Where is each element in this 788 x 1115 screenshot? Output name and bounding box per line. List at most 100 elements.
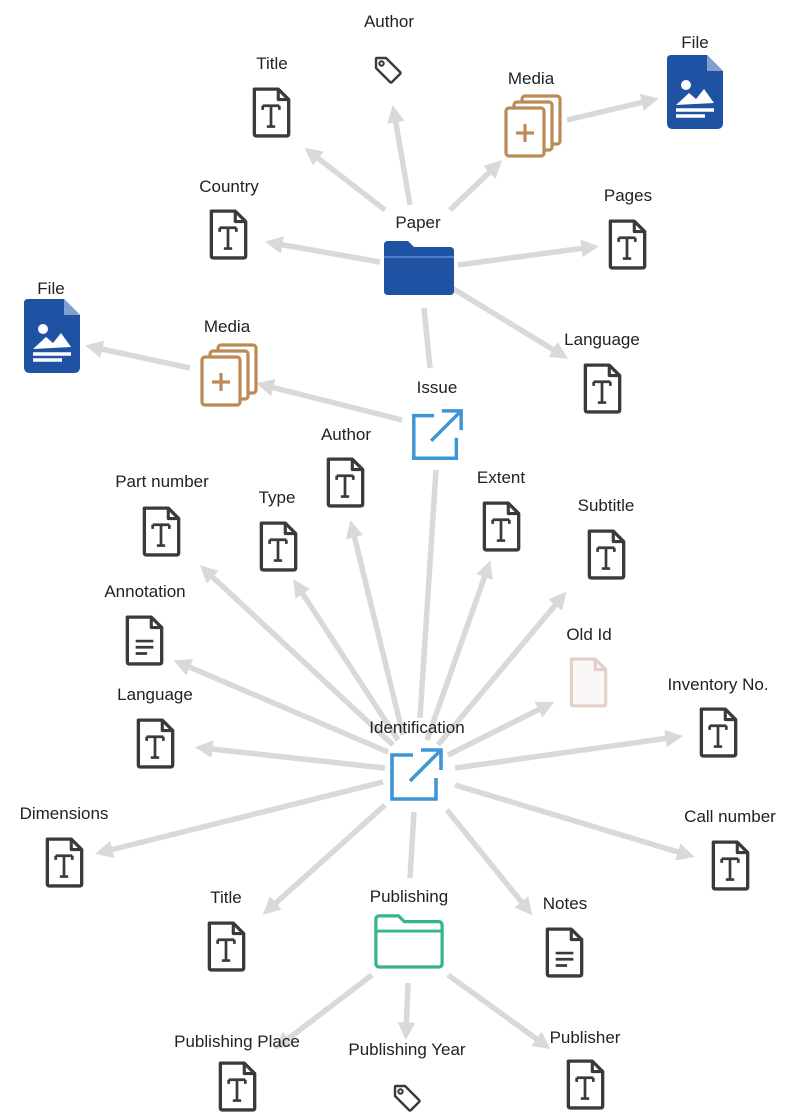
node-dimensions[interactable]: Dimensions bbox=[20, 804, 109, 888]
node-annotation[interactable]: Annotation bbox=[104, 582, 186, 666]
tag-icon bbox=[374, 56, 402, 84]
node-language-top[interactable]: Language bbox=[564, 330, 640, 414]
node-label: Notes bbox=[543, 894, 587, 913]
node-paper[interactable]: Paper bbox=[382, 213, 456, 297]
node-label: Author bbox=[364, 12, 414, 31]
text-file-icon bbox=[207, 921, 246, 972]
text-file-icon bbox=[326, 457, 365, 508]
edge-paper-issue bbox=[421, 307, 433, 369]
text-file-icon bbox=[587, 529, 626, 580]
node-label: Inventory No. bbox=[667, 675, 768, 694]
node-identification[interactable]: Identification bbox=[369, 718, 465, 801]
node-pages[interactable]: Pages bbox=[604, 186, 652, 270]
node-label: Paper bbox=[395, 213, 441, 232]
media-add-icon bbox=[504, 94, 562, 158]
node-label: File bbox=[681, 33, 708, 52]
text-file-icon bbox=[136, 718, 175, 769]
node-publishing-place[interactable]: Publishing Place bbox=[174, 1032, 300, 1112]
text-file-icon bbox=[608, 219, 647, 270]
node-label: Language bbox=[564, 330, 640, 349]
document-lines-icon bbox=[125, 615, 164, 666]
node-label: Type bbox=[259, 488, 296, 507]
edge-issue-media bbox=[256, 379, 403, 423]
node-label: Identification bbox=[369, 718, 464, 737]
node-label: Publishing Place bbox=[174, 1032, 300, 1051]
text-file-icon bbox=[566, 1059, 605, 1110]
edge-id-language bbox=[195, 740, 386, 771]
node-file-top[interactable]: File bbox=[667, 33, 723, 129]
node-label: Subtitle bbox=[578, 496, 635, 515]
image-file-icon bbox=[667, 55, 723, 129]
edge-id-part-number bbox=[199, 565, 395, 748]
node-language-mid[interactable]: Language bbox=[117, 685, 193, 769]
edge-paper-title bbox=[304, 147, 387, 213]
node-extent[interactable]: Extent bbox=[477, 468, 525, 552]
text-file-icon bbox=[218, 1061, 257, 1112]
node-media-left[interactable]: Media bbox=[200, 317, 258, 407]
node-label: Old Id bbox=[566, 625, 611, 644]
text-file-icon bbox=[259, 521, 298, 572]
text-file-icon bbox=[583, 363, 622, 414]
media-add-icon bbox=[200, 343, 258, 407]
node-title-top[interactable]: Title bbox=[252, 54, 291, 138]
text-file-icon bbox=[252, 87, 291, 138]
node-label: Media bbox=[204, 317, 251, 336]
text-file-icon bbox=[45, 837, 84, 888]
edge-id-annotation bbox=[173, 659, 390, 755]
node-author-top[interactable]: Author bbox=[364, 12, 414, 84]
node-call-number[interactable]: Call number bbox=[684, 807, 776, 891]
edge-id-subtitle bbox=[435, 591, 567, 747]
node-title-bottom[interactable]: Title bbox=[207, 888, 246, 972]
node-label: Title bbox=[210, 888, 242, 907]
edge-id-extent bbox=[424, 560, 493, 741]
image-file-icon bbox=[24, 299, 80, 373]
edge-pub-year bbox=[397, 982, 416, 1041]
node-publisher[interactable]: Publisher bbox=[550, 1028, 621, 1110]
edge-paper-country bbox=[265, 236, 381, 265]
node-label: Title bbox=[256, 54, 288, 73]
node-publishing[interactable]: Publishing bbox=[370, 887, 448, 969]
node-file-left[interactable]: File bbox=[24, 279, 80, 373]
node-author-mid[interactable]: Author bbox=[321, 425, 371, 508]
edge-id-inventory bbox=[454, 729, 683, 771]
node-inventory-no[interactable]: Inventory No. bbox=[667, 675, 769, 758]
node-label: Media bbox=[508, 69, 555, 88]
node-part-number[interactable]: Part number bbox=[115, 472, 209, 557]
edge-id-author bbox=[345, 520, 406, 736]
node-subtitle[interactable]: Subtitle bbox=[578, 496, 635, 580]
node-label: Part number bbox=[115, 472, 209, 491]
edges bbox=[85, 93, 695, 1050]
node-label: File bbox=[37, 279, 64, 298]
node-label: Pages bbox=[604, 186, 652, 205]
edge-issue-identification bbox=[417, 469, 439, 719]
node-type[interactable]: Type bbox=[259, 488, 298, 572]
edge-paper-author bbox=[387, 105, 413, 206]
node-label: Extent bbox=[477, 468, 525, 487]
node-label: Issue bbox=[417, 378, 458, 397]
node-label: Call number bbox=[684, 807, 776, 826]
node-notes[interactable]: Notes bbox=[543, 894, 587, 978]
node-label: Dimensions bbox=[20, 804, 109, 823]
text-file-icon bbox=[699, 707, 738, 758]
node-issue[interactable]: Issue bbox=[412, 378, 463, 460]
blank-file-icon bbox=[569, 657, 608, 708]
edge-id-publishing bbox=[407, 811, 417, 879]
text-file-icon bbox=[209, 209, 248, 260]
node-publishing-year[interactable]: Publishing Year bbox=[348, 1040, 466, 1112]
node-label: Publishing bbox=[370, 887, 448, 906]
node-label: Author bbox=[321, 425, 371, 444]
edge-id-dimensions bbox=[95, 779, 384, 858]
node-media-top[interactable]: Media bbox=[504, 69, 562, 158]
node-old-id[interactable]: Old Id bbox=[566, 625, 612, 708]
external-link-icon bbox=[390, 748, 443, 801]
text-file-icon bbox=[142, 506, 181, 557]
node-country[interactable]: Country bbox=[199, 177, 259, 260]
edge-paper-media bbox=[448, 160, 503, 212]
edge-paper-language bbox=[450, 285, 569, 359]
node-label: Country bbox=[199, 177, 259, 196]
edge-id-old-id bbox=[446, 701, 555, 758]
node-label: Language bbox=[117, 685, 193, 704]
edge-paper-pages bbox=[457, 239, 599, 268]
text-file-icon bbox=[482, 501, 521, 552]
